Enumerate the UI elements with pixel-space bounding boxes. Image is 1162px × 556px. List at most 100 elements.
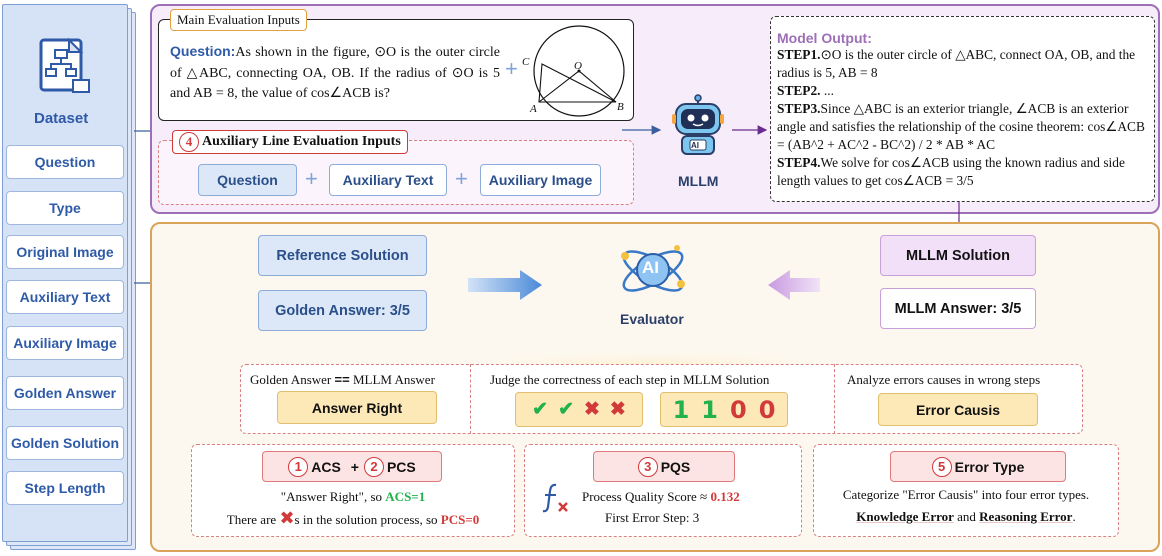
acs-line: "Answer Right", so ACS=1	[191, 489, 515, 505]
error-criterion-heading: Analyze errors causes in wrong steps	[847, 372, 1041, 387]
step-digit: 0	[730, 395, 747, 424]
step-3-tag: STEP3.	[777, 101, 821, 116]
acs-line-text: "Answer Right", so	[280, 489, 386, 504]
evaluator-badge: AI	[642, 258, 659, 277]
error-type-number-badge: 5	[931, 456, 952, 477]
question-label: Question:	[170, 43, 236, 59]
knowledge-error: Knowledge Error	[856, 509, 954, 524]
dataset-item-golden-answer: Golden Answer	[6, 376, 124, 410]
aux-inputs-label: 4 Auxiliary Line Evaluation Inputs	[172, 130, 408, 154]
mllm-answer-box: MLLM Answer: 3/5	[880, 288, 1036, 329]
dataset-item-type: Type	[6, 191, 124, 225]
error-type-line-1: Categorize "Error Causis" into four erro…	[842, 487, 1090, 502]
check-icon: ✔	[532, 399, 549, 420]
step-1-text: ⊙O is the outer circle of △ABC, connect …	[777, 47, 1136, 80]
pcs-line-post: s in the solution process, so	[294, 512, 441, 527]
step-criterion-heading: Judge the correctness of each step in ML…	[490, 372, 770, 387]
heading-mllm-answer: MLLM Answer	[352, 372, 435, 387]
dataset-item-golden-solution: Golden Solution	[6, 426, 124, 460]
circle-geometry-figure	[533, 25, 625, 117]
heading-equals: ==	[334, 372, 350, 387]
step-4-tag: STEP4.	[777, 155, 821, 170]
criteria-divider-2	[834, 364, 835, 434]
figure-label-o: O	[574, 60, 582, 72]
pqs-tag: 3 PQS	[593, 451, 735, 482]
step-digit: 1	[701, 395, 718, 424]
step-4-text: We solve for cos∠ACB using the known rad…	[777, 155, 1125, 188]
step-digit: 0	[758, 395, 776, 424]
question-text: As shown in the figure, ⊙O is the outer …	[170, 45, 500, 101]
aux-plus-2: +	[455, 166, 468, 191]
heading-golden-answer: Golden Answer	[250, 372, 332, 387]
step-1-tag: STEP1.	[777, 47, 821, 62]
model-output-step-4: STEP4.We solve for cos∠ACB using the kno…	[777, 154, 1149, 190]
cross-icon: ✖	[584, 399, 600, 420]
pqs-score-value: 0.132	[710, 489, 740, 504]
aux-number-badge: 4	[179, 132, 199, 152]
error-type-line-2: Knowledge Error and Reasoning Error.	[813, 509, 1119, 525]
error-causis-button: Error Causis	[878, 393, 1038, 426]
model-output-step-3: STEP3.Since △ABC is an exterior triangle…	[777, 100, 1149, 154]
step-2-tag: STEP2.	[777, 83, 821, 98]
acs-number-badge: 1	[288, 456, 309, 477]
cross-icon: ✖	[279, 508, 295, 529]
dataset-title: Dataset	[34, 110, 89, 127]
mllm-solution-box: MLLM Solution	[880, 235, 1036, 276]
golden-answer-box: Golden Answer: 3/5	[258, 290, 427, 331]
figure-label-a: A	[530, 103, 537, 115]
evaluator-ai-icon	[621, 245, 685, 292]
dataset-item-original-image: Original Image	[6, 235, 124, 269]
step-marks-box: ✔ ✔ ✖ ✖	[515, 392, 643, 427]
dataset-item-step-length: Step Length	[6, 471, 124, 505]
figure-label-c: C	[522, 56, 530, 68]
aux-question: Question	[198, 164, 297, 196]
model-output-step-1: STEP1.⊙O is the outer circle of △ABC, co…	[777, 46, 1149, 82]
reasoning-error: Reasoning Error	[979, 509, 1073, 524]
step-digits-box: 1 1 0 0	[660, 392, 788, 427]
error-type-tag: 5 Error Type	[890, 451, 1066, 482]
dataset-item-question: Question	[6, 145, 124, 179]
model-output-title: Model Output:	[777, 30, 872, 46]
step-digit: 1	[672, 395, 690, 424]
period-text: .	[1072, 509, 1076, 524]
acs-label: ACS	[311, 458, 341, 475]
dataset-icon	[39, 37, 90, 93]
dataset-stack: Dataset Question Type Original Image Aux…	[0, 0, 140, 556]
pcs-value: PCS=0	[440, 512, 480, 527]
figure-label-b: B	[617, 101, 624, 113]
criteria-divider-1	[470, 364, 471, 434]
aux-label-text: Auxiliary Line Evaluation Inputs	[202, 134, 401, 149]
evaluator-label: Evaluator	[620, 311, 684, 327]
check-icon: ✔	[558, 399, 574, 420]
model-output-step-2: STEP2. ...	[777, 82, 1149, 100]
aux-auxiliary-text: Auxiliary Text	[329, 164, 447, 196]
aux-auxiliary-image: Auxiliary Image	[480, 164, 601, 196]
pqs-number-badge: 3	[637, 456, 658, 477]
first-error-step: First Error Step: 3	[605, 510, 700, 525]
pcs-line: There are ✖s in the solution process, so…	[191, 508, 515, 529]
pqs-score-line: Process Quality Score ≈ 0.132	[582, 489, 740, 505]
error-type-label: Error Type	[954, 458, 1025, 475]
dataset-item-auxiliary-text: Auxiliary Text	[6, 280, 124, 314]
step-3-text: Since △ABC is an exterior triangle, ∠ACB…	[777, 101, 1145, 152]
reference-solution-box: Reference Solution	[258, 235, 427, 276]
acs-pcs-tag: 1 ACS + 2 PCS	[262, 451, 442, 482]
robot-badge: AI	[691, 141, 699, 150]
question-text-block: Question:As shown in the figure, ⊙O is t…	[170, 42, 500, 104]
robot-icon	[672, 94, 724, 155]
acs-value: ACS=1	[385, 489, 426, 504]
model-output-text: Model Output: STEP1.⊙O is the outer circ…	[777, 30, 1149, 190]
model-output-box	[770, 16, 1155, 202]
answer-criterion-heading: Golden Answer == MLLM Answer	[250, 372, 435, 388]
cross-icon: ✖	[609, 399, 626, 420]
pcs-line-pre: There are	[226, 512, 280, 527]
step-2-text: ...	[820, 83, 834, 98]
pcs-number-badge: 2	[363, 456, 384, 477]
function-icon	[542, 483, 568, 513]
mllm-label: MLLM	[678, 173, 719, 189]
pqs-score-text: Process Quality Score ≈	[582, 489, 711, 504]
pcs-label: PCS	[386, 458, 416, 475]
plus-sign: +	[505, 56, 518, 81]
answer-right-button: Answer Right	[277, 391, 437, 424]
